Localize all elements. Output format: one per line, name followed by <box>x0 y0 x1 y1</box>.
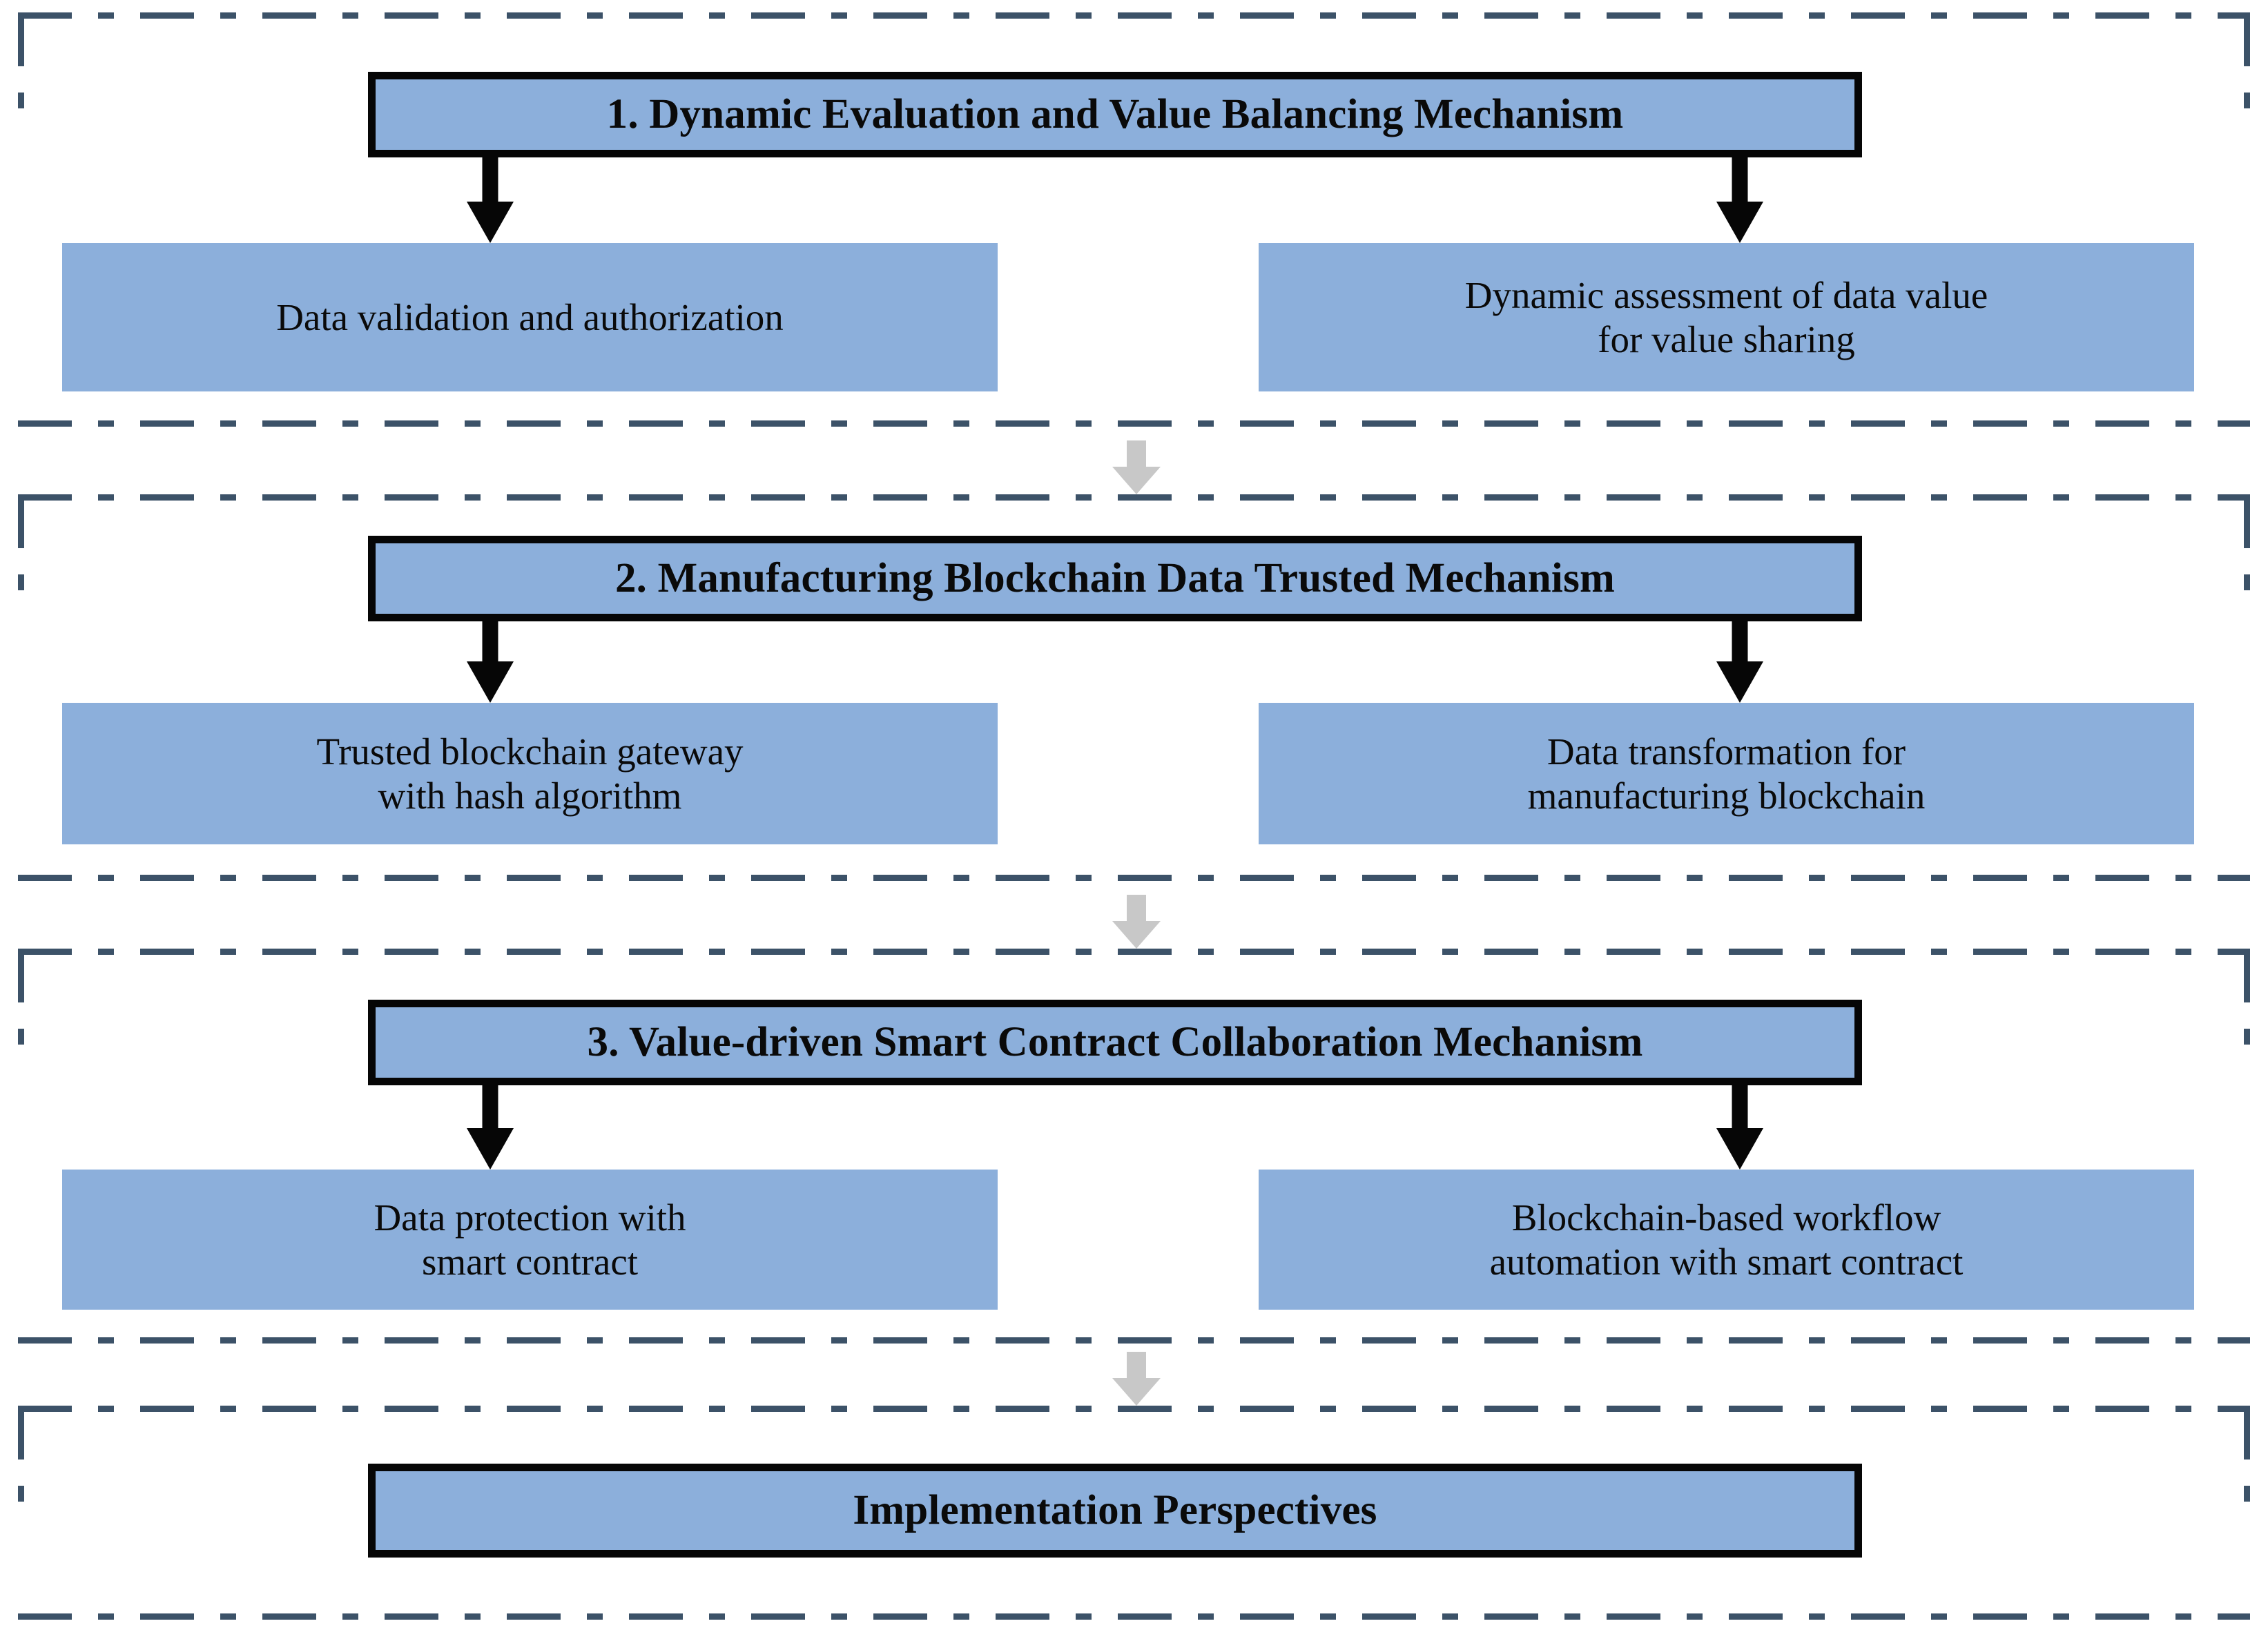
section-4-panel <box>18 1406 2250 1620</box>
panel-border-right <box>2244 494 2250 881</box>
section-2-header[interactable]: 2. Manufacturing Blockchain Data Trusted… <box>368 536 1862 621</box>
panel-border-top <box>18 494 2250 501</box>
arrow-down-block-icon <box>1109 1352 1163 1407</box>
arrow-down-block-icon <box>1109 440 1163 496</box>
panel-border-top <box>18 12 2250 19</box>
section-3-panel <box>18 949 2250 1344</box>
arrow-down-icon <box>1716 1085 1763 1170</box>
arrow-down-icon <box>467 1085 514 1170</box>
panel-border-right <box>2244 1406 2250 1620</box>
arrow-down-icon <box>1716 621 1763 703</box>
panel-border-bottom <box>18 875 2250 881</box>
section-4-header[interactable]: Implementation Perspectives <box>368 1464 1862 1558</box>
panel-border-bottom <box>18 1613 2250 1620</box>
arrow-down-block-icon <box>1109 895 1163 950</box>
panel-border-right <box>2244 949 2250 1344</box>
panel-border-bottom <box>18 420 2250 427</box>
panel-border-left <box>18 494 24 881</box>
arrow-down-icon <box>1716 157 1763 243</box>
panel-border-left <box>18 1406 24 1620</box>
panel-border-right <box>2244 12 2250 427</box>
section-1-header[interactable]: 1. Dynamic Evaluation and Value Balancin… <box>368 72 1862 157</box>
panel-border-top <box>18 1406 2250 1412</box>
arrow-down-icon <box>467 621 514 703</box>
panel-border-left <box>18 949 24 1344</box>
panel-border-bottom <box>18 1337 2250 1344</box>
section-2-panel <box>18 494 2250 881</box>
section-1-item-left[interactable]: Data validation and authorization <box>62 243 998 391</box>
arrow-down-icon <box>467 157 514 243</box>
panel-border-left <box>18 12 24 427</box>
panel-border-top <box>18 949 2250 955</box>
section-1-panel <box>18 12 2250 427</box>
section-3-header[interactable]: 3. Value-driven Smart Contract Collabora… <box>368 1000 1862 1085</box>
